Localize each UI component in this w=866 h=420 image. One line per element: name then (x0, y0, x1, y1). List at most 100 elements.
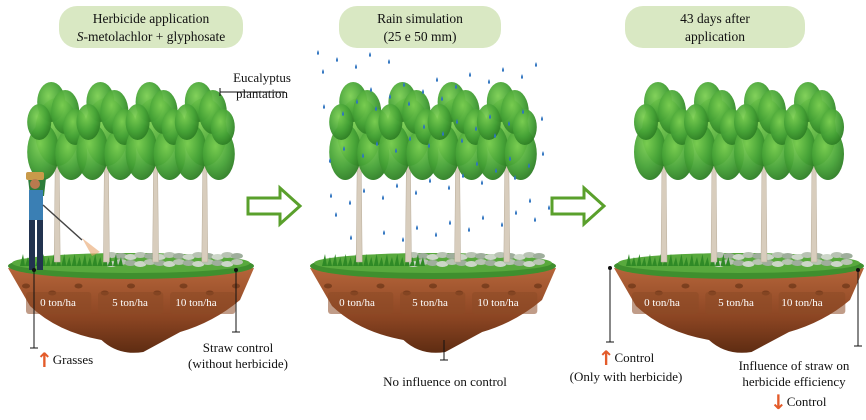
control-down-text: Control (786, 394, 827, 409)
tree-canopy (512, 109, 537, 145)
eucalyptus-tree (476, 82, 537, 263)
farmer-hat (26, 172, 44, 180)
straw-mulch (532, 259, 545, 265)
arrow-down-icon: ↓ (770, 390, 787, 414)
grass-tuft (332, 254, 343, 266)
rain-drop (535, 62, 537, 67)
floating-island (8, 252, 254, 353)
straw-mulch (532, 253, 545, 259)
straw-mulch (771, 252, 784, 258)
straw-mulch (781, 253, 794, 259)
straw-control-line2: (without herbicide) (188, 356, 288, 371)
straw-mulch (523, 252, 536, 258)
grass-tuft (40, 254, 51, 266)
straw-mulch (436, 252, 449, 258)
tree-canopy (784, 104, 808, 140)
rain-drop (336, 57, 338, 62)
rain-drop (462, 173, 464, 178)
grass-tuft (342, 254, 353, 266)
leader-dot (234, 268, 238, 272)
rain-drop (529, 198, 531, 203)
straw-mulch (134, 252, 147, 258)
leader-dot (856, 268, 860, 272)
straw-mulch (722, 253, 735, 259)
rain-drop (436, 77, 438, 82)
rain-drop (409, 136, 411, 141)
rain-drop (343, 146, 345, 151)
rain-drop (335, 212, 337, 217)
grass-tuft (20, 254, 30, 266)
rain-drop (323, 104, 325, 109)
soil-cell (472, 292, 538, 314)
rain-drop (515, 210, 517, 215)
straw-mulch (732, 254, 745, 260)
straw-mulch (221, 252, 234, 258)
rain-drop (442, 131, 444, 136)
eucalyptus-tree (329, 82, 390, 263)
straw-mulch (494, 252, 507, 258)
straw-mulch (163, 261, 176, 267)
panel1-cell-0: 0 ton/ha (40, 297, 76, 309)
process-arrow-icon (246, 184, 303, 228)
soil-cell (400, 292, 466, 314)
grasses-annotation: ↑Grasses (36, 350, 94, 371)
straw-mulch (801, 261, 814, 267)
rain-drop (330, 193, 332, 198)
straw-mulch (840, 259, 853, 265)
grasses-text: Grasses (52, 352, 94, 367)
panel1-cell-1: 5 ton/ha (112, 297, 148, 309)
grass-tuft (352, 254, 363, 266)
tree-canopy (684, 104, 708, 140)
farmer-shirt (29, 190, 43, 220)
rain-drop (541, 116, 543, 121)
panel2-cell-1: 5 ton/ha (412, 297, 448, 309)
soil-cell (328, 292, 394, 314)
eucalyptus-tree (378, 82, 439, 263)
rain-drop (383, 230, 385, 235)
straw-mulch (465, 252, 478, 258)
soil-cell (778, 292, 846, 314)
rain-drop (476, 161, 478, 166)
farmer-leg (29, 220, 35, 270)
straw-mulch (474, 259, 487, 265)
panel2-cell-0: 0 ton/ha (339, 297, 375, 309)
rain-drop (423, 124, 425, 129)
rain-drop (456, 119, 458, 124)
grass-tuft (636, 254, 647, 266)
panel1-title-italic: S (76, 29, 84, 44)
straw-mulch (771, 261, 784, 267)
soil-cell (98, 292, 164, 314)
grass-tuft (626, 254, 636, 266)
eucalyptus-tree (174, 82, 235, 263)
rain-drop (355, 64, 357, 69)
grass-tuft (92, 254, 103, 266)
panel1-title-line1: Herbicide application (92, 11, 210, 26)
rain-drop (481, 180, 483, 185)
straw-mulch (821, 254, 834, 260)
control-down-annotation: ↓Control (770, 392, 827, 413)
soil-rock (376, 283, 385, 289)
tree-canopy (125, 104, 150, 140)
straw-mulch (230, 259, 243, 265)
tree-canopy (476, 104, 501, 140)
rain-drop (356, 99, 358, 104)
farmer-sprayer (26, 172, 100, 270)
straw-control-annotation: Straw control (without herbicide) (168, 340, 308, 372)
grass-tuft (383, 254, 394, 266)
grass-tuft (61, 254, 72, 266)
eucalyptus-tree (684, 82, 744, 263)
panel3-cell-0: 0 ton/ha (644, 297, 680, 309)
straw-mulch (742, 261, 755, 267)
soil-rock (681, 283, 690, 289)
panel2-title-line1: Rain simulation (377, 11, 463, 26)
rain-drop (489, 114, 491, 119)
soil-rock (842, 283, 850, 289)
soil-rock (788, 283, 797, 289)
grass-tuft (81, 254, 92, 266)
no-influence-annotation: No influence on control (383, 374, 507, 389)
panel3-cell-2: 10 ton/ha (781, 297, 823, 309)
farmer-leg (37, 220, 43, 270)
panel3-title-line2: application (685, 29, 745, 44)
eucalyptus-tree (634, 82, 694, 263)
soil-rock (179, 283, 188, 289)
